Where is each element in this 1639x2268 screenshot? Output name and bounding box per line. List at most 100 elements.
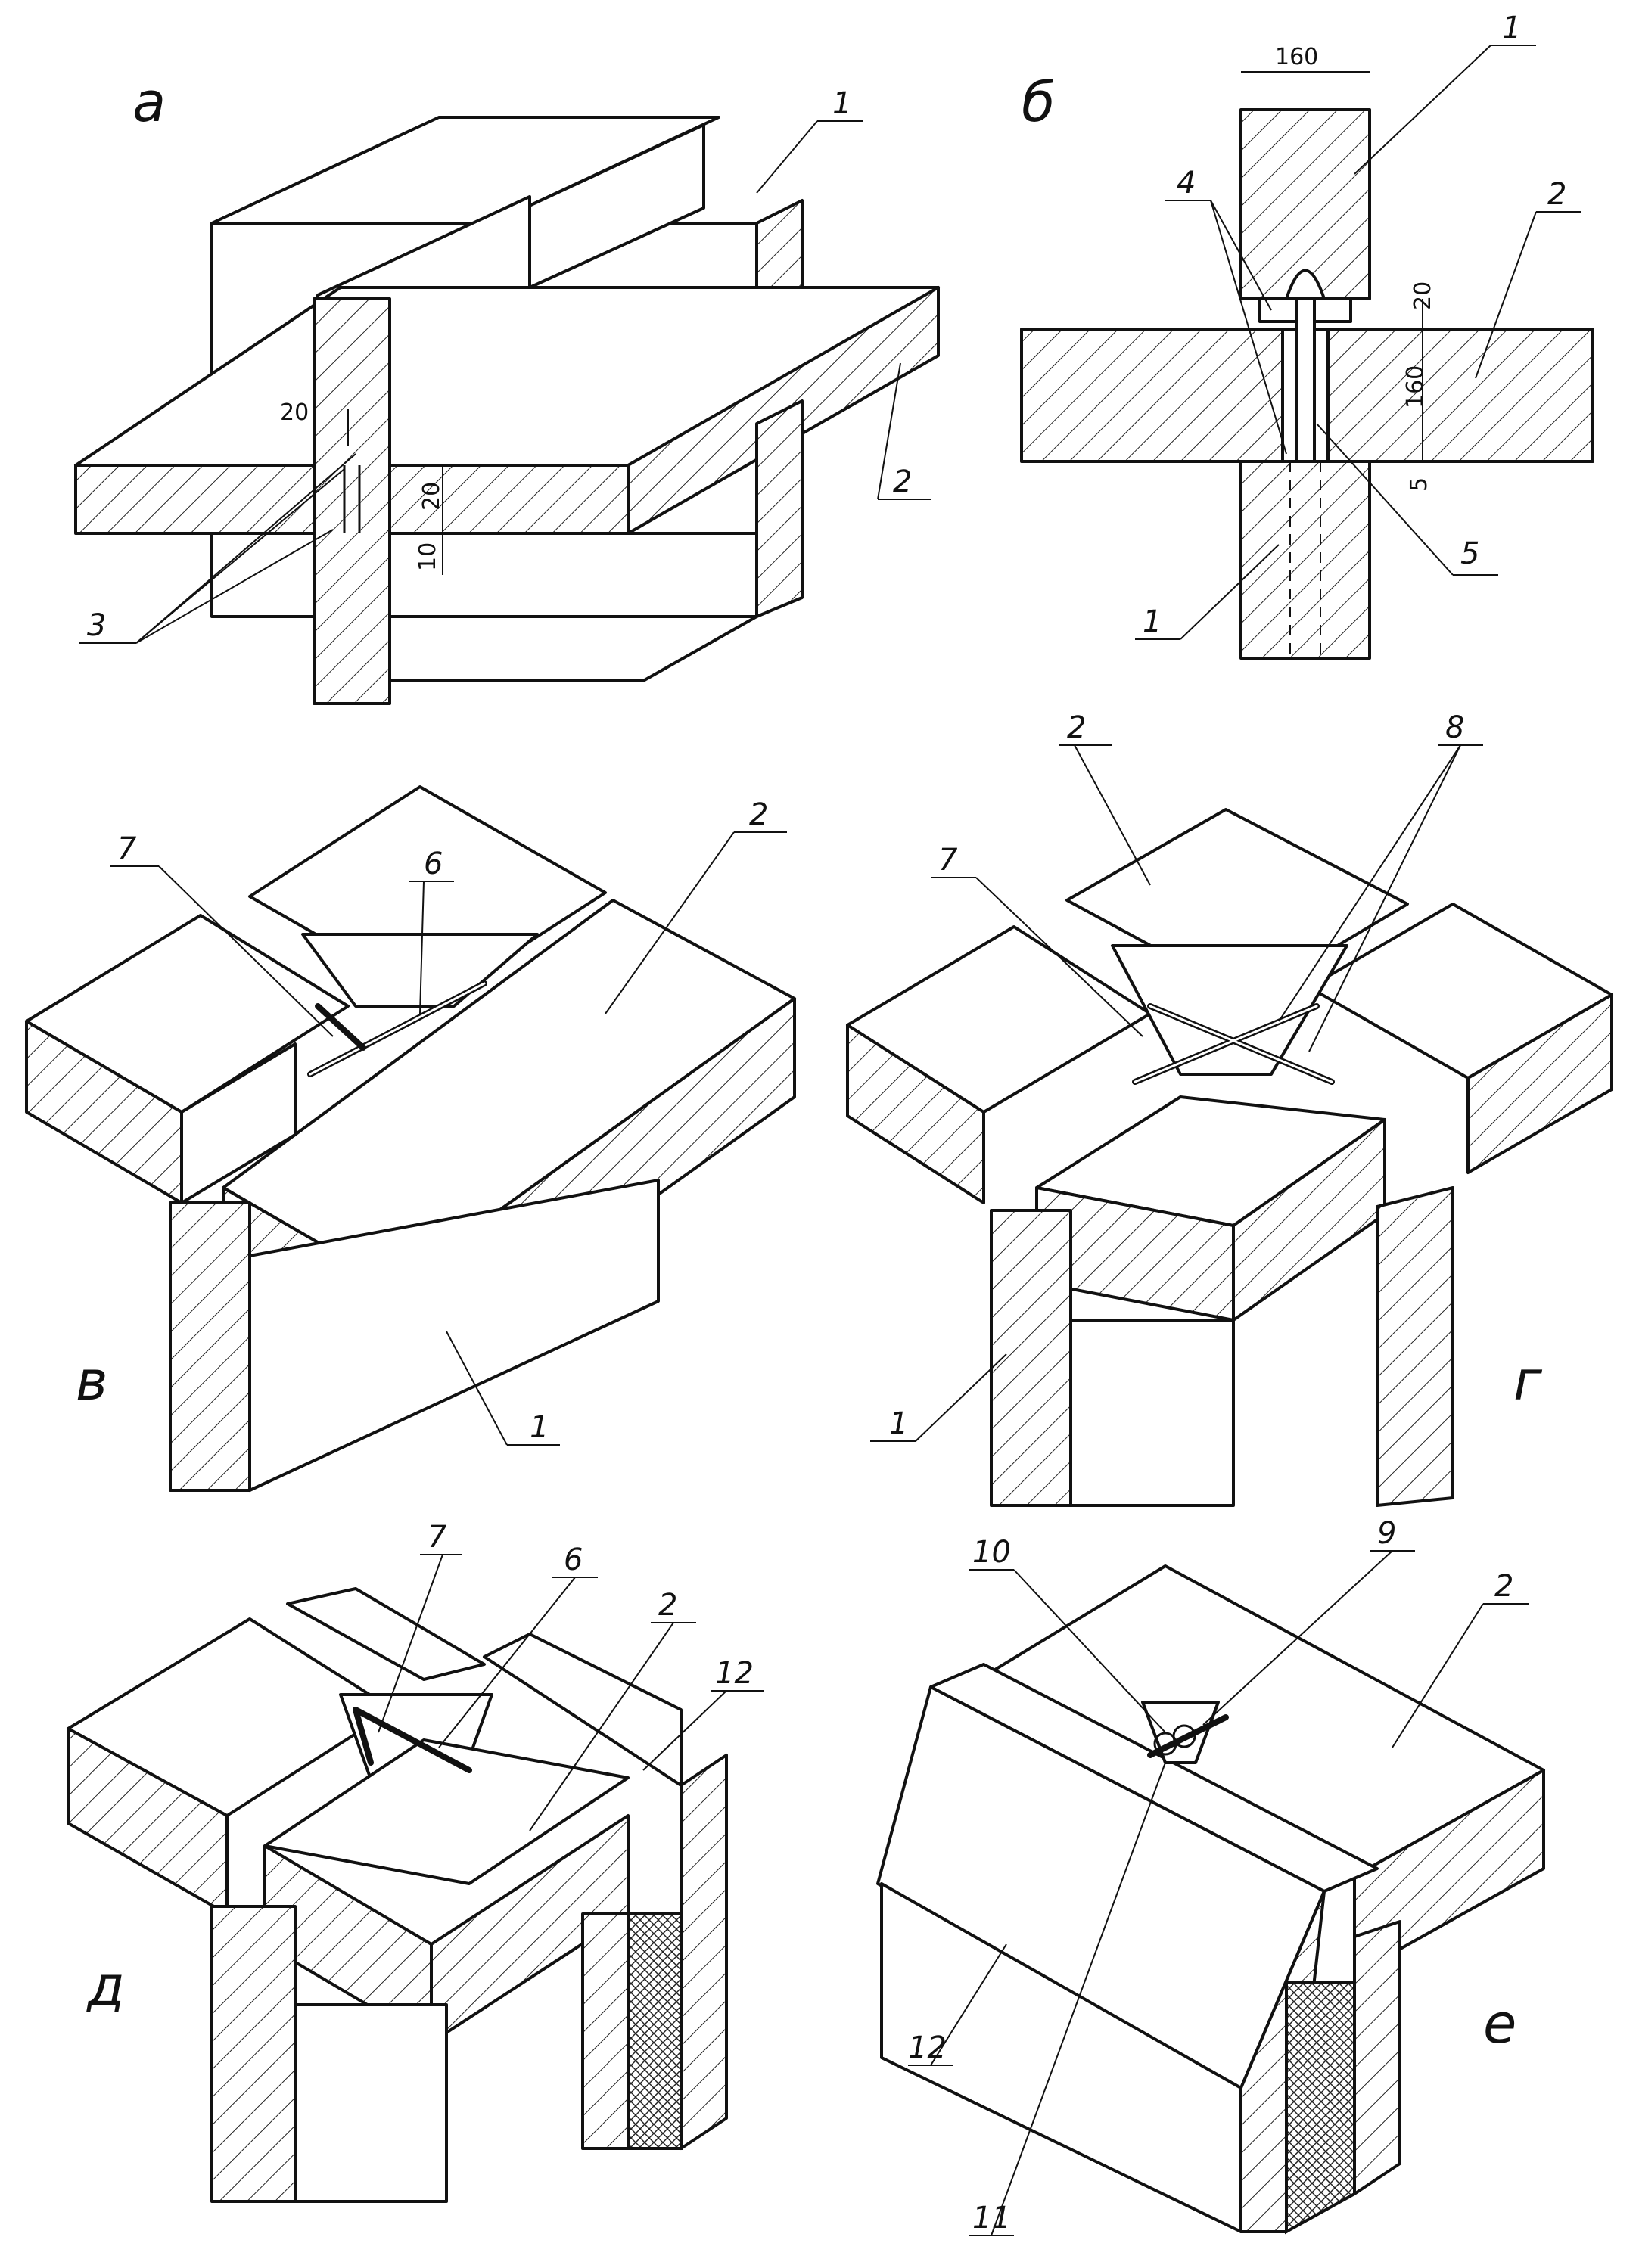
callout-v-2: 2	[749, 797, 768, 832]
panel-letter-b: б	[1022, 70, 1055, 134]
panel-b: б 160 20 160 5 1 2 4 5 1	[1020, 11, 1594, 660]
rod-6-highlight	[309, 982, 486, 1076]
dim-20: 20	[1410, 281, 1436, 310]
callout-leader-b4b	[1210, 200, 1287, 455]
callout-leader-b2	[1475, 211, 1537, 379]
callout-leader-b1b	[1180, 544, 1280, 640]
callout-leader-e2	[1392, 1603, 1484, 1748]
callout-b-5: 5	[1460, 536, 1479, 571]
panel-a: а 20 20 10 1 2 3	[74, 70, 940, 705]
wall-12-insulation	[1285, 1981, 1356, 2235]
wall-right-cut	[1376, 1186, 1454, 1507]
lower-wall-section	[1239, 460, 1371, 660]
callout-leader-d6	[438, 1577, 576, 1748]
rod-7	[353, 1707, 374, 1766]
upper-wall-section	[1239, 108, 1371, 300]
callout-leader-b4a	[1210, 200, 1272, 311]
front-wall-cut	[313, 297, 391, 705]
callout-b-1: 1	[1502, 11, 1521, 45]
dim-160-top: 160	[1275, 44, 1318, 70]
lower-wall-cut-right	[755, 399, 804, 618]
callout-v-6: 6	[424, 847, 443, 881]
callout-leader-g7	[975, 877, 1143, 1037]
panel-e: е 10 9 2 12 11	[876, 1516, 1545, 2236]
callout-leader-g2	[1074, 744, 1151, 886]
wall-12-insulation	[627, 1912, 683, 2150]
callout-leader-g8a	[1278, 744, 1461, 1022]
anchor-head	[1285, 269, 1326, 300]
rod-8a-highlight	[1134, 1005, 1318, 1083]
loop-9	[1172, 1724, 1196, 1748]
callout-leader-g1	[915, 1353, 1007, 1442]
rod-11	[1147, 1714, 1229, 1758]
wall-12-outer	[680, 1754, 728, 2150]
callout-g-8: 8	[1445, 710, 1464, 745]
dim-10: 10	[415, 542, 441, 571]
callout-leader-d12	[642, 1690, 727, 1771]
dim-20-top: 20	[280, 399, 309, 426]
callout-2: 2	[893, 464, 912, 499]
callout-d-2: 2	[658, 1588, 677, 1623]
callout-3: 3	[87, 608, 106, 643]
callout-leader-e11	[991, 1762, 1166, 2236]
wall-12-top	[483, 1633, 683, 1787]
callout-leader-e12	[930, 1943, 1007, 2066]
callout-e-9: 9	[1377, 1516, 1396, 1551]
callout-leader-3a	[135, 529, 334, 644]
panel-g: г 2 8 7 1	[846, 710, 1613, 1507]
left-slab-cut	[846, 1024, 985, 1204]
callout-leader-d7	[378, 1554, 443, 1733]
wall-12-outer	[1353, 1920, 1401, 2195]
callout-b-4: 4	[1177, 166, 1196, 200]
wall-cut	[210, 1905, 297, 2203]
callout-leader-e9	[1202, 1550, 1393, 1726]
callout-leader-v2	[605, 831, 735, 1014]
panel-v: в 7 6 2 1	[25, 785, 796, 1492]
callout-g-7: 7	[938, 843, 958, 878]
callout-leader-1	[756, 120, 818, 194]
panel-letter-v: в	[76, 1349, 107, 1412]
callout-b-1-lower: 1	[1143, 604, 1162, 639]
back-beam-top	[286, 1587, 486, 1681]
right-slab-cut	[1466, 993, 1613, 1174]
rod-6	[353, 1707, 472, 1773]
callout-d-6: 6	[564, 1543, 583, 1577]
callout-leader-v6	[419, 881, 425, 1014]
wall-1-cut	[169, 1201, 251, 1492]
wall-1-face	[1069, 1319, 1235, 1507]
panel-d: д 7 6 2 12	[67, 1520, 764, 2203]
dim-5: 5	[1406, 477, 1432, 492]
callout-leader-2	[877, 362, 901, 500]
joint-cavity	[301, 933, 539, 1008]
dim-20-side: 20	[418, 482, 445, 511]
callout-leader-v1	[446, 1331, 508, 1446]
dim-160-side: 160	[1402, 365, 1429, 409]
anchor-rod	[1295, 297, 1316, 463]
panel-letter-g: г	[1513, 1349, 1543, 1412]
panel-letter-a: а	[132, 70, 166, 134]
front-slab-top	[263, 1738, 630, 1885]
callout-v-7: 7	[117, 831, 137, 866]
callout-leader-b5	[1316, 423, 1454, 576]
panel-letter-e: е	[1483, 1992, 1516, 2055]
rod-8b-highlight	[1149, 1005, 1333, 1083]
lower-wall-bottom	[388, 615, 758, 682]
rod-7	[315, 1003, 366, 1051]
callout-g-2: 2	[1067, 710, 1086, 745]
callout-leader-b1	[1354, 45, 1491, 175]
callout-e-10: 10	[972, 1535, 1011, 1570]
lower-wall-left	[210, 532, 316, 618]
wall-face	[294, 2003, 448, 2203]
panel-letter-d: д	[86, 1954, 125, 2018]
callout-e-11: 11	[972, 2201, 1011, 2235]
wall-1-face	[248, 1179, 660, 1492]
wall-12-cut	[581, 1912, 630, 2150]
callout-leader-3c	[135, 453, 356, 644]
callout-leader-e10	[1013, 1569, 1166, 1733]
callout-leader-d2	[529, 1622, 674, 1831]
callout-g-1: 1	[889, 1406, 908, 1441]
callout-leader-g8b	[1308, 744, 1461, 1052]
callout-d-7: 7	[428, 1520, 447, 1555]
callout-e-2: 2	[1494, 1569, 1513, 1604]
